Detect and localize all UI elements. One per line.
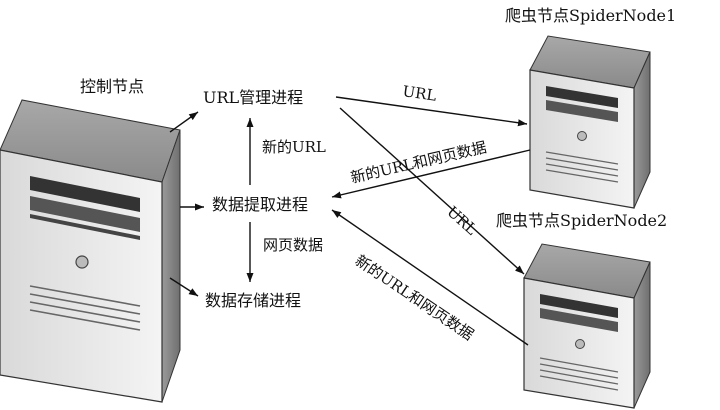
spider-node1-server-icon: [529, 35, 651, 209]
data-store-process: 数据存储进程: [205, 291, 301, 310]
arrow-control-to-data-store: [169, 277, 199, 297]
arrow-spider1-to-extract: [331, 149, 531, 199]
label-extract-to-url-manager: 新的URL: [262, 138, 326, 156]
arrow-spider2-to-extract: [331, 209, 529, 346]
url-manager-process: URL管理进程: [203, 88, 303, 107]
spider-node2-title: 爬虫节点SpiderNode2: [496, 211, 667, 230]
spider-node1-title: 爬虫节点SpiderNode1: [505, 6, 676, 25]
arrow-control-to-url-manager: [169, 111, 199, 133]
spider-node2-server-icon: [523, 243, 651, 409]
label-url-to-spider1: URL: [401, 82, 437, 105]
arrow-url-to-spider2: [339, 107, 525, 275]
label-url-to-spider2: URL: [443, 203, 480, 239]
data-extract-process: 数据提取进程: [212, 195, 308, 214]
control-node-server-icon: [0, 99, 181, 403]
label-extract-to-store: 网页数据: [263, 236, 323, 254]
arrow-url-to-spider1: [335, 96, 528, 127]
control-node-title: 控制节点: [80, 77, 144, 96]
